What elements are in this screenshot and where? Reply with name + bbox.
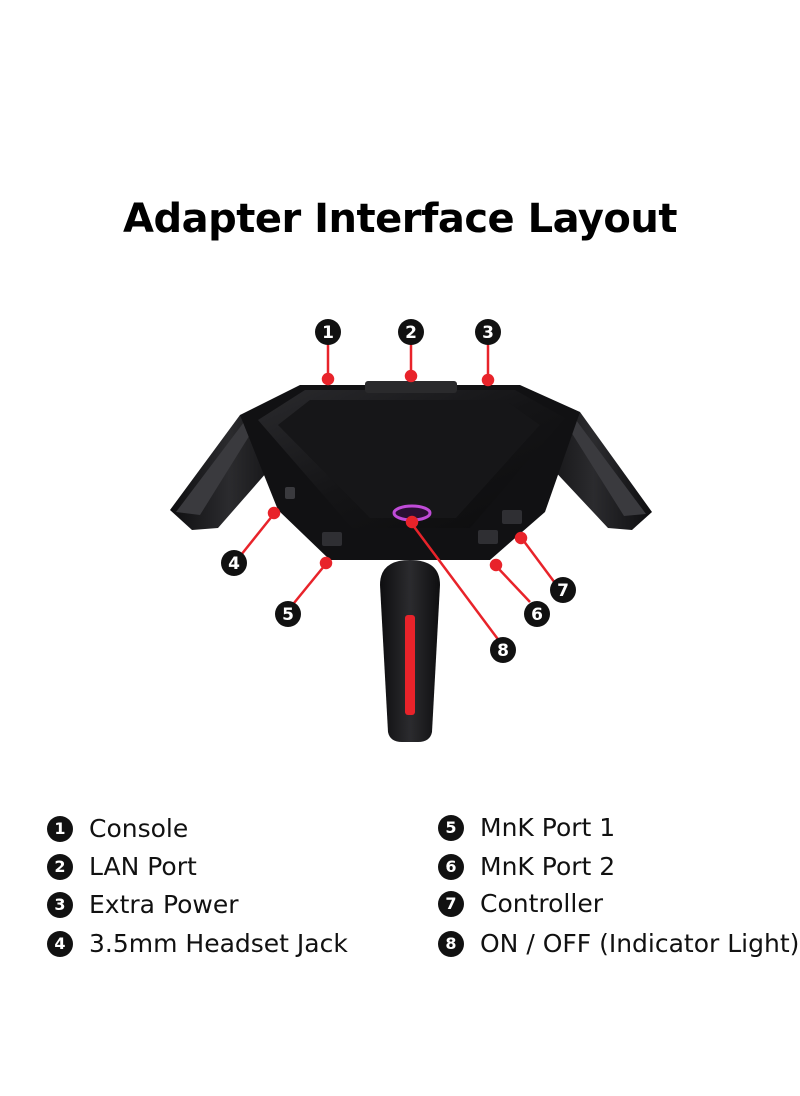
callout-4: 4 xyxy=(221,550,247,576)
number-badge: 4 xyxy=(47,930,73,957)
leader-line-4 xyxy=(240,514,274,556)
svg-text:1: 1 xyxy=(322,323,334,343)
mnk-port-2 xyxy=(478,530,498,544)
callout-2: 2 xyxy=(398,319,424,345)
number-badge: 6 xyxy=(438,853,464,880)
leader-dot-8 xyxy=(405,515,419,529)
legend-item-lan-port: 2 LAN Port xyxy=(47,852,197,881)
leader-lines xyxy=(240,344,557,643)
number-badge: 5 xyxy=(438,814,464,841)
callout-8: 8 xyxy=(490,637,516,663)
legend-item-console: 1 Console xyxy=(47,814,188,843)
red-light-strip xyxy=(405,615,415,715)
page-title: Adapter Interface Layout xyxy=(122,196,678,242)
legend-label: LAN Port xyxy=(89,852,197,881)
leader-line-5 xyxy=(293,564,326,604)
legend-item-extra-power: 3 Extra Power xyxy=(47,890,239,919)
number-badge: 1 xyxy=(47,815,73,842)
leader-line-7 xyxy=(521,539,557,584)
leader-dot-2 xyxy=(404,369,418,383)
number-badge: 2 xyxy=(47,853,73,880)
callout-3: 3 xyxy=(475,319,501,345)
svg-text:7: 7 xyxy=(557,581,569,601)
leader-dot-1 xyxy=(321,372,335,386)
number-badge: 8 xyxy=(438,930,464,957)
callout-6: 6 xyxy=(524,601,550,627)
leader-line-6 xyxy=(496,566,531,603)
leader-dot-6 xyxy=(489,558,503,572)
callout-1: 1 xyxy=(315,319,341,345)
leader-dot-4 xyxy=(267,506,281,520)
controller-port xyxy=(502,510,522,524)
svg-text:3: 3 xyxy=(482,323,494,343)
legend-label: MnK Port 2 xyxy=(480,852,616,881)
legend-item-on-off: 8 ON / OFF (Indicator Light) xyxy=(438,929,799,958)
legend-item-headset-jack: 4 3.5mm Headset Jack xyxy=(47,929,348,958)
legend-label: ON / OFF (Indicator Light) xyxy=(480,929,800,958)
adapter-body xyxy=(240,381,580,560)
leader-dot-3 xyxy=(481,373,495,387)
legend-label: Console xyxy=(89,814,189,843)
svg-text:8: 8 xyxy=(497,641,509,661)
legend-label: Extra Power xyxy=(89,890,239,919)
number-badge: 7 xyxy=(438,890,464,917)
legend-item-mnk-port-1: 5 MnK Port 1 xyxy=(438,813,615,842)
mnk-port-1 xyxy=(322,532,342,546)
leader-dot-7 xyxy=(514,531,528,545)
callout-7: 7 xyxy=(550,577,576,603)
headset-jack-port xyxy=(285,487,295,499)
legend-item-controller: 7 Controller xyxy=(438,889,603,918)
legend-label: MnK Port 1 xyxy=(480,813,616,842)
leader-line-8 xyxy=(410,523,502,643)
number-badge: 3 xyxy=(47,891,73,918)
callout-5: 5 xyxy=(275,601,301,627)
adapter-diagram: 1 2 3 4 5 6 7 8 xyxy=(170,319,652,742)
legend-label: Controller xyxy=(480,889,603,918)
leader-dot-5 xyxy=(319,556,333,570)
legend-label: 3.5mm Headset Jack xyxy=(89,929,348,958)
legend-item-mnk-port-2: 6 MnK Port 2 xyxy=(438,852,615,881)
svg-text:5: 5 xyxy=(282,605,294,625)
svg-text:4: 4 xyxy=(228,554,240,574)
front-arm xyxy=(380,560,440,742)
svg-text:2: 2 xyxy=(405,323,417,343)
svg-text:6: 6 xyxy=(531,605,543,625)
